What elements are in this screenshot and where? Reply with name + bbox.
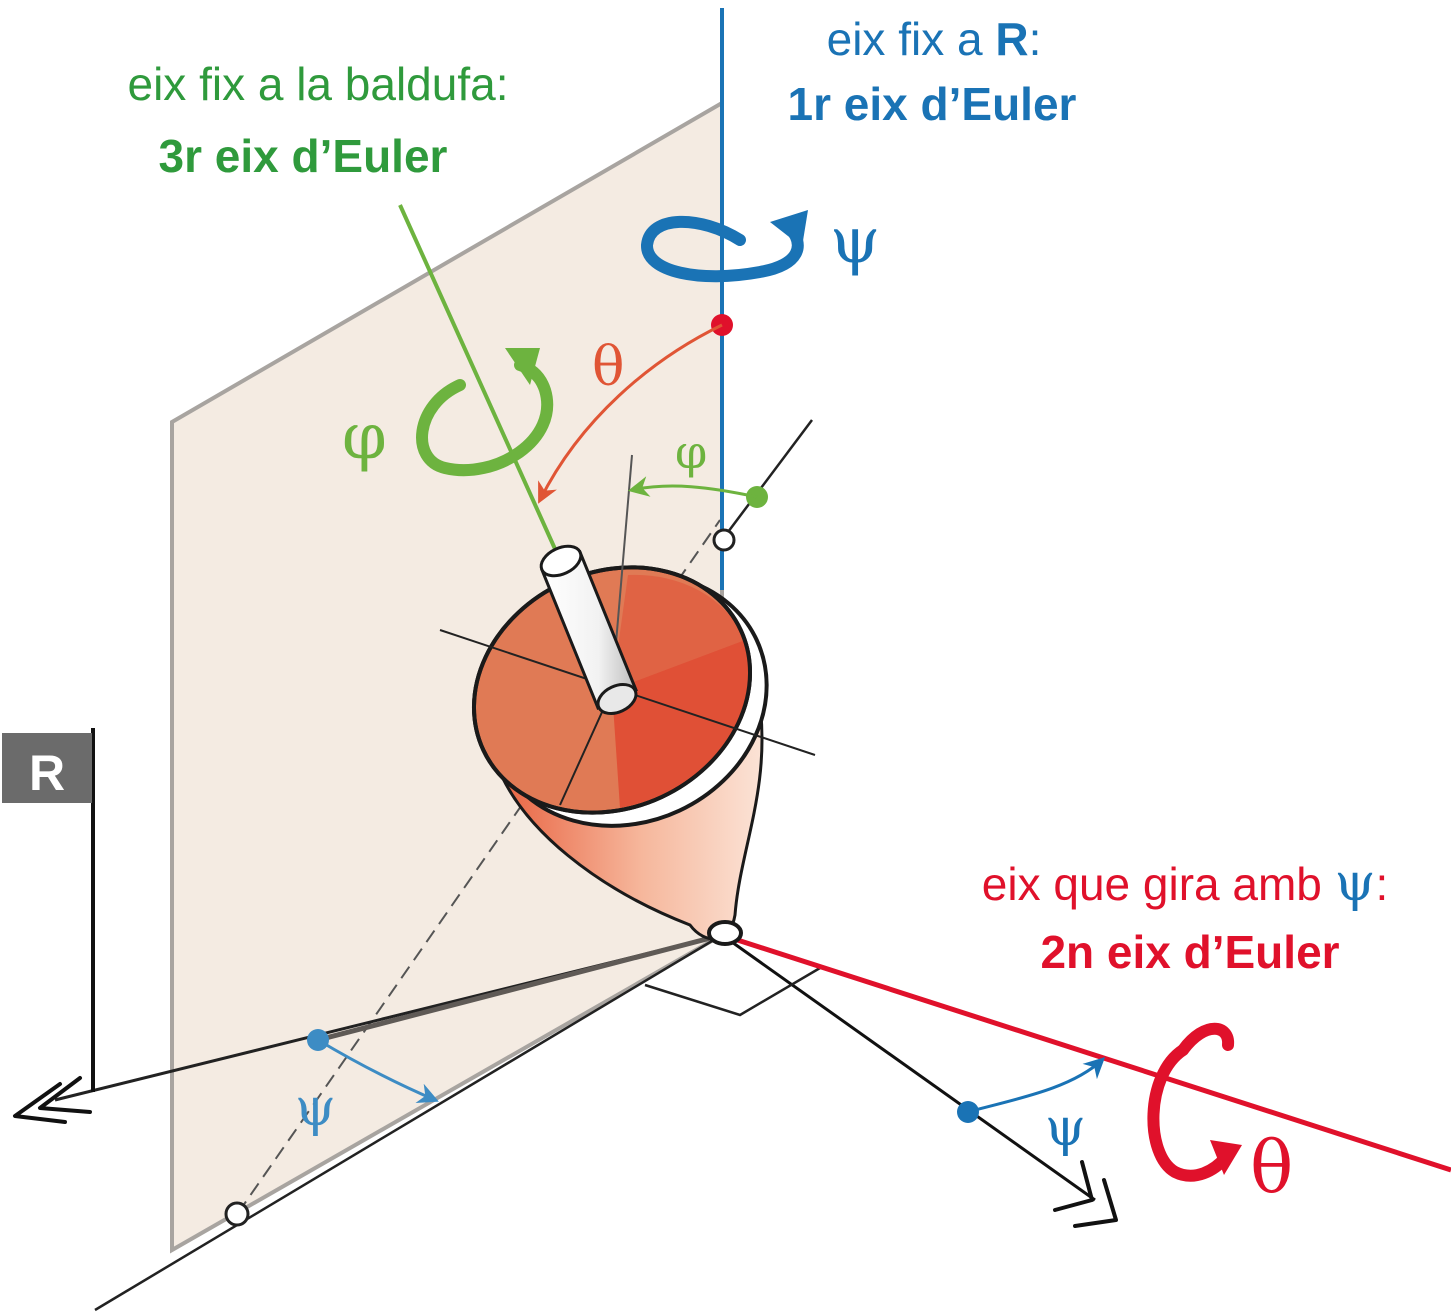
axis3-label-line2: 3r eix d’Euler: [159, 130, 448, 182]
theta-symbol-arc: θ: [592, 335, 625, 398]
axis1-label-line2: 1r eix d’Euler: [788, 78, 1077, 130]
double-chevron-arrow-icon: [1053, 1160, 1118, 1228]
projection-line-grey: [317, 932, 723, 1043]
psi-symbol-right: ψ: [1045, 1098, 1086, 1158]
phi-angle-arc: [627, 476, 758, 499]
right-angle-marker: [644, 966, 821, 1017]
phi-symbol-big: φ: [342, 400, 387, 474]
axis2-label-line1: eix que gira amb ψ:: [982, 853, 1388, 913]
axis3-label-line1: eix fix a la baldufa:: [127, 58, 508, 110]
rotation-arrow-icon: [1147, 1022, 1242, 1182]
open-point-lower: [224, 1201, 250, 1227]
top-face-quadrant: [612, 640, 750, 808]
axis2-label-line2: 2n eix d’Euler: [1040, 926, 1339, 978]
rotation-arrow-icon: [641, 210, 808, 283]
open-point-upper: [712, 528, 736, 552]
top-pivot: [707, 920, 743, 946]
axis1-label-line1: eix fix a R:: [827, 13, 1042, 65]
frame-label: R: [29, 745, 65, 801]
euler-axis-3: [398, 204, 562, 561]
psi-symbol-top: ψ: [830, 204, 880, 278]
euler-axis-2: [721, 932, 1451, 1173]
psi-angle-arc-left: [317, 1038, 439, 1104]
spinning-top: [439, 454, 816, 946]
oblique-axis-lower: [94, 933, 723, 1312]
y-axis-line: [721, 933, 1096, 1202]
rotation-arrow-icon: [416, 348, 554, 477]
projection-dashed-line: [237, 519, 721, 1214]
double-chevron-arrow-icon: [13, 1076, 92, 1124]
theta-symbol-big: θ: [1250, 1125, 1293, 1209]
rod-tip: [539, 544, 583, 578]
oblique-axis-upper: [721, 419, 813, 541]
theta-angle-arc: [538, 323, 723, 504]
psi-symbol-left: ψ: [295, 1078, 336, 1138]
frame-label-box: [2, 733, 92, 803]
phi-symbol-small: φ: [675, 425, 707, 479]
psi-angle-arc-right: [967, 1057, 1106, 1114]
top-face-quadrant-upper: [612, 574, 745, 690]
